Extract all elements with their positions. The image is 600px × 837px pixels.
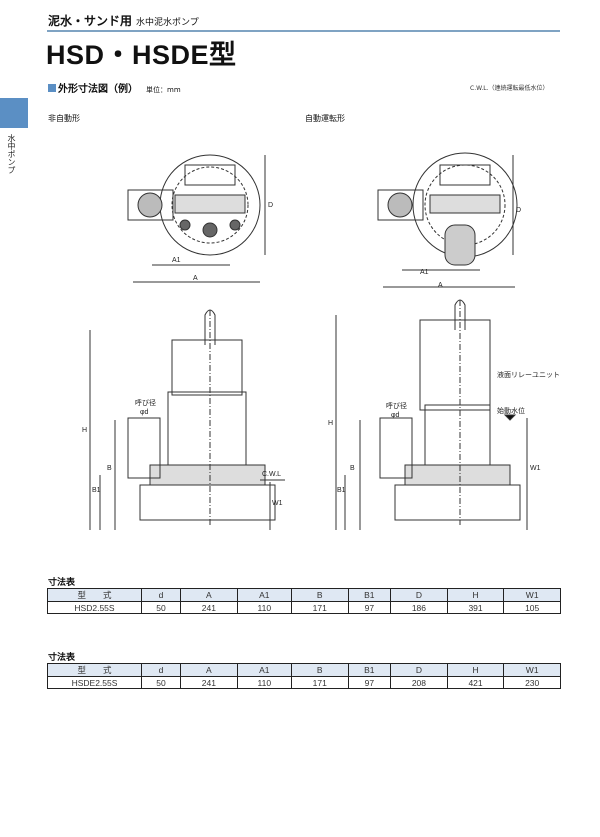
left-side-view: [89, 309, 285, 530]
header-cell: H: [446, 588, 505, 602]
dim-w1-left: W1: [272, 500, 283, 507]
cwl-note: C.W.L.（連続運転最低水位）: [470, 85, 549, 92]
cell: HSD2.55S: [47, 601, 142, 614]
subcategory: 水中泥水ポンプ: [136, 18, 199, 28]
dim-a1-left: A1: [172, 257, 181, 264]
drawing-title-left: 非自動形: [48, 114, 80, 123]
unit-label: 単位：mm: [146, 86, 181, 94]
cell: 110: [236, 601, 292, 614]
cell: 50: [140, 601, 182, 614]
dim-b1-right: B1: [337, 487, 346, 494]
header-cell: 型 式: [47, 663, 142, 677]
cell: 241: [180, 676, 238, 689]
dim-d-left: D: [268, 202, 273, 209]
square-bullet-icon: [48, 84, 56, 92]
table-caption-1: 寸法表: [48, 578, 76, 588]
header-cell: A1: [236, 663, 292, 677]
header-cell: d: [140, 663, 182, 677]
dimension-drawings: A1 A D H B1 B W1 C.W.L 呼び径 φd A1 A D H B…: [82, 152, 560, 530]
dim-a-right: A: [438, 282, 443, 289]
dim-b-left: B: [107, 465, 112, 472]
header-cell: d: [140, 588, 182, 602]
header-cell: B: [290, 663, 349, 677]
header-cell: H: [446, 663, 505, 677]
cell: 171: [290, 676, 349, 689]
cell: 97: [347, 676, 392, 689]
header-cell: B: [290, 588, 349, 602]
side-tab: [0, 98, 28, 128]
dim-b-right: B: [350, 465, 355, 472]
dim-h-left: H: [82, 427, 87, 434]
bore-label-right: 呼び径: [386, 401, 407, 410]
drawing-title-right: 自動運転形: [305, 114, 345, 123]
dim-d-right: D: [516, 207, 521, 214]
dim-a-left: A: [193, 275, 198, 282]
cell: HSDE2.55S: [47, 676, 142, 689]
relay-unit-label: 液面リレーユニット: [497, 370, 560, 379]
cell: 230: [503, 676, 561, 689]
cell: 171: [290, 601, 349, 614]
right-top-view: [377, 152, 518, 288]
dim-h-right: H: [328, 420, 333, 427]
cell: 208: [390, 676, 448, 689]
page-title: HSD・HSDE型: [46, 40, 237, 70]
cell: 391: [446, 601, 505, 614]
header-cell: W1: [503, 588, 561, 602]
header-cell: B1: [347, 588, 392, 602]
cell: 110: [236, 676, 292, 689]
phid-label-left: φd: [140, 409, 149, 416]
header-cell: 型 式: [47, 588, 142, 602]
header-cell: A: [180, 663, 238, 677]
header-cell: D: [390, 588, 448, 602]
right-side-view: [335, 299, 528, 530]
category-heading: 泥水・サンド用水中泥水ポンプ: [48, 12, 199, 29]
category: 泥水・サンド用: [48, 14, 133, 28]
cell: 105: [503, 601, 561, 614]
header-cell: B1: [347, 663, 392, 677]
section-heading: 外形寸法図（例） 単位：mm: [48, 80, 181, 95]
dim-a1-right: A1: [420, 269, 429, 276]
cell: 186: [390, 601, 448, 614]
dim-w1-right: W1: [530, 465, 541, 472]
header-cell: A1: [236, 588, 292, 602]
header-cell: A: [180, 588, 238, 602]
phid-label-right: φd: [391, 412, 400, 419]
header-cell: W1: [503, 663, 561, 677]
start-level-label: 始動水位: [497, 406, 525, 415]
dim-b1-left: B1: [92, 487, 101, 494]
cell: 97: [347, 601, 392, 614]
cwl-label: C.W.L: [262, 471, 281, 478]
cell: 421: [446, 676, 505, 689]
side-tab-label: 水中ポンプ: [7, 134, 16, 174]
table-caption-2: 寸法表: [48, 653, 76, 663]
header-cell: D: [390, 663, 448, 677]
section-title: 外形寸法図（例）: [58, 84, 138, 95]
left-top-view: [127, 154, 266, 283]
cell: 241: [180, 601, 238, 614]
cell: 50: [140, 676, 182, 689]
header-rule: [47, 30, 560, 32]
bore-label-left: 呼び径: [135, 398, 156, 407]
